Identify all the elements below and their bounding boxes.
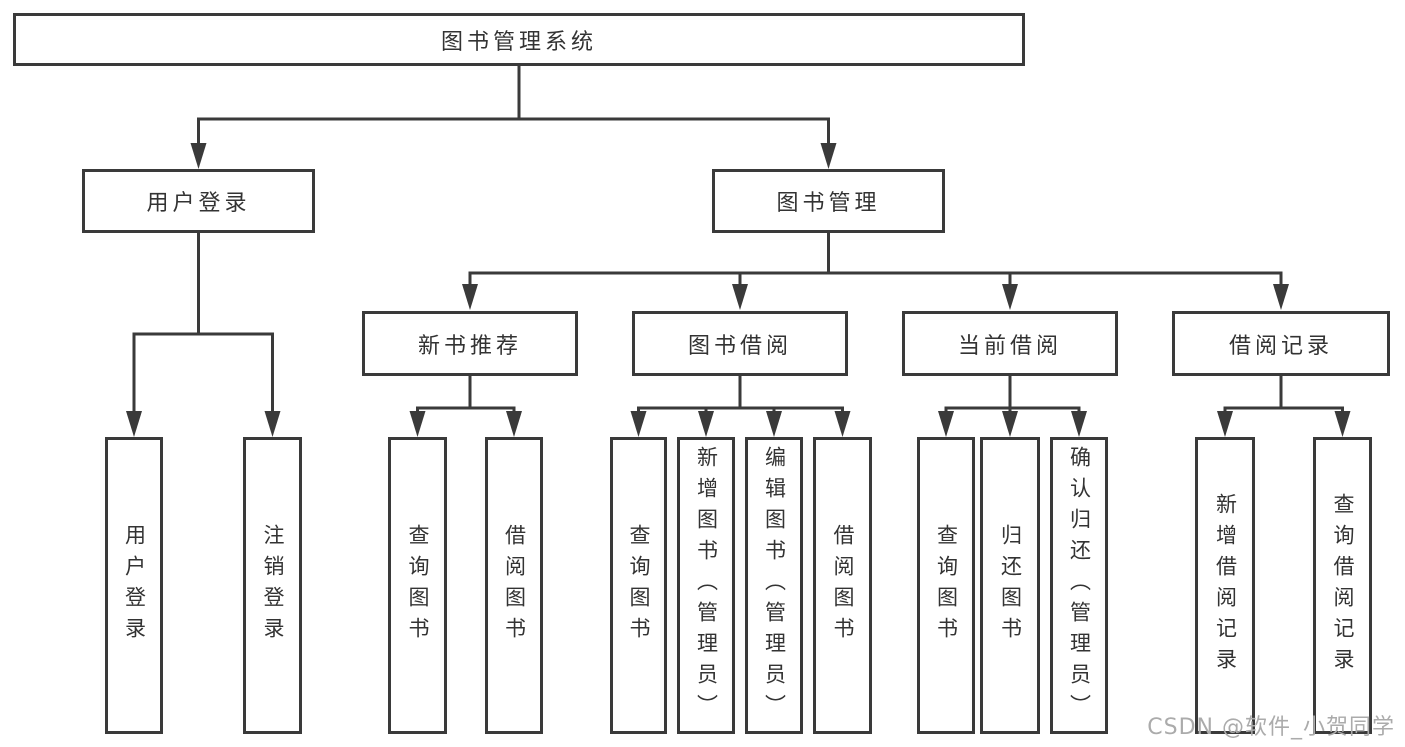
- node-label: 注销登录: [261, 523, 285, 648]
- node-label: 新增借阅记录: [1213, 492, 1238, 679]
- connector-book-borrow-children: [637, 376, 844, 423]
- arrowhead: [1002, 411, 1018, 437]
- connector-book-mgmt-children: [468, 233, 1283, 296]
- arrowhead: [126, 411, 142, 437]
- node-label: 查询图书: [406, 523, 430, 648]
- arrowhead: [462, 284, 478, 310]
- node-label: 查询图书: [934, 523, 959, 648]
- arrowhead: [506, 411, 522, 437]
- node-root-system: 图书管理系统: [13, 13, 1025, 66]
- node-borrowing-records: 借阅记录: [1172, 311, 1390, 376]
- leaf-borrow-books-recommend: 借阅图书: [485, 437, 543, 734]
- arrowhead: [264, 411, 281, 437]
- arrowhead: [698, 411, 714, 437]
- arrowhead: [1273, 284, 1289, 310]
- arrowhead: [1071, 411, 1087, 437]
- leaf-query-borrow-record: 查询借阅记录: [1313, 437, 1372, 734]
- leaf-query-books-borrow: 查询图书: [610, 437, 667, 734]
- arrowhead: [190, 143, 207, 169]
- node-label: 查询图书: [627, 523, 651, 648]
- arrowhead: [820, 143, 837, 169]
- arrowheads: [126, 143, 1351, 437]
- node-label: 借阅图书: [831, 523, 855, 648]
- arrowhead: [1334, 411, 1351, 437]
- leaf-borrow-books: 借阅图书: [813, 437, 872, 734]
- connector-new-book-children: [416, 376, 516, 423]
- leaf-return-book: 归还图书: [980, 437, 1040, 734]
- node-label: 图书借阅: [687, 333, 792, 359]
- arrowhead: [1217, 411, 1233, 437]
- node-label: 归还图书: [998, 523, 1023, 648]
- node-label: 新增图书（管理员）: [694, 446, 719, 725]
- arrowhead: [1002, 284, 1018, 310]
- node-new-book-recommend: 新书推荐: [362, 311, 578, 376]
- node-label: 确认归还（管理员）: [1067, 446, 1092, 725]
- leaf-edit-book-admin: 编辑图书（管理员）: [745, 437, 803, 734]
- node-label: 借阅记录: [1228, 333, 1333, 359]
- arrowhead: [938, 411, 954, 437]
- node-label: 用户登录: [122, 523, 147, 648]
- leaf-user-login: 用户登录: [105, 437, 163, 734]
- arrowhead: [409, 411, 426, 437]
- node-label: 新书推荐: [417, 333, 522, 359]
- arrowhead: [732, 284, 748, 310]
- leaf-add-book-admin: 新增图书（管理员）: [677, 437, 735, 734]
- connector-lines: [132, 66, 1344, 423]
- connector-borrow-record-children: [1223, 376, 1344, 423]
- node-label: 借阅图书: [502, 523, 527, 648]
- node-book-borrowing: 图书借阅: [632, 311, 848, 376]
- node-label: 用户登录: [146, 191, 251, 216]
- node-label: 查询借阅记录: [1331, 492, 1355, 679]
- connector-user-login-children: [132, 233, 274, 423]
- leaf-query-books-current: 查询图书: [917, 437, 975, 734]
- node-label: 编辑图书（管理员）: [762, 446, 787, 725]
- node-user-login: 用户登录: [82, 169, 315, 233]
- node-label: 当前借阅: [957, 333, 1062, 359]
- leaf-add-borrow-record: 新增借阅记录: [1195, 437, 1255, 734]
- leaf-logout: 注销登录: [243, 437, 302, 734]
- arrowhead: [834, 411, 851, 437]
- leaf-query-books-recommend: 查询图书: [388, 437, 447, 734]
- node-current-borrowing: 当前借阅: [902, 311, 1118, 376]
- csdn-watermark: CSDN @软件_小贺同学: [1147, 715, 1395, 740]
- arrowhead: [766, 411, 782, 437]
- node-book-management: 图书管理: [712, 169, 945, 233]
- node-label: 图书管理系统: [440, 29, 597, 55]
- leaf-confirm-return-admin: 确认归还（管理员）: [1050, 437, 1108, 734]
- arrowhead: [630, 411, 647, 437]
- connector-root-to-level2: [197, 66, 830, 155]
- node-label: 图书管理: [776, 191, 881, 216]
